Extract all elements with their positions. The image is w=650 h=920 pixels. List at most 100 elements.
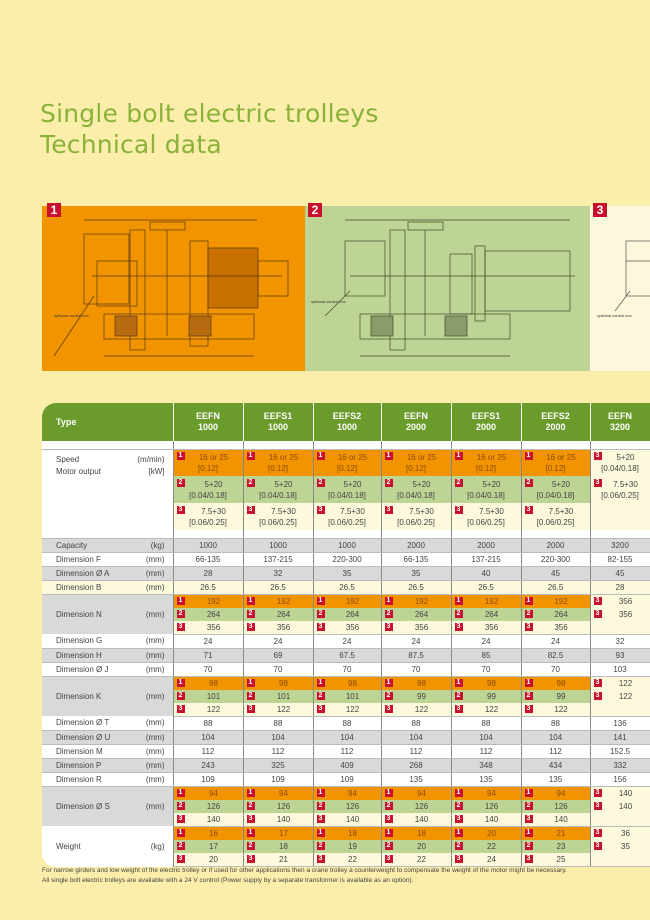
row-label-text: Dimension Ø T [56,718,110,728]
cell-value: 94 [279,788,288,798]
table-cell: 35 [313,566,382,581]
cell-value: 356 [276,622,291,632]
spacer-cell [173,530,244,539]
speed-label-line: [kW]Motor output [56,466,173,478]
table-cell: 112 [243,744,314,759]
variant-badge-icon: 3 [176,854,185,863]
motor-output-value: [0.06/0.25] [328,517,366,527]
variant-badge-icon: 3 [524,814,533,823]
table-cell [590,812,650,827]
table-cell: 32 [590,634,650,649]
row-unit: (mm) [145,650,165,660]
row-label: (mm)Dimension Ø J [42,662,174,677]
model-name: EEFS2 [332,411,362,421]
model-capacity: 1000 [336,422,358,432]
motor-output-value: [0.06/0.25] [259,517,297,527]
cell-value: 192 [206,596,221,606]
speed-value: 16 or 25 [337,452,368,462]
variant-badge-icon: 1 [384,828,393,837]
spacer-cell [243,441,314,450]
speed-value: 7.5+30 [548,506,574,516]
variant-badge-icon: 1 [176,451,185,460]
variant-badge-icon: 1 [454,451,463,460]
cell-value: 264 [345,609,360,619]
motor-output-value: [0.06/0.25] [397,517,435,527]
variant-badge-icon: 3 [593,451,602,460]
spacer-cell [42,530,174,539]
variant-badge-icon: 3 [593,691,602,700]
variant-badge-icon: 1 [316,788,325,797]
cell-value: 19 [348,841,357,851]
row-unit: [kW] [148,466,165,476]
spacer-cell [590,530,650,539]
row-unit: (mm) [145,774,165,784]
row-label-text: Dimension Ø A [56,568,110,578]
motor-output-value: [0.04/0.18] [467,490,505,500]
cell-value: 122 [618,678,633,688]
cell-value: 18 [417,828,426,838]
page-title: Single bolt electric trolleys Technical … [40,98,379,160]
cell-value: 264 [276,609,291,619]
table-cell: 70 [243,662,314,677]
table-cell: 88 [451,716,522,731]
row-unit: (mm) [145,568,165,578]
variant-badge-icon: 1 [246,451,255,460]
table-cell: 70 [381,662,452,677]
row-label: (mm)Dimension Ø U [42,730,174,745]
motor-output-value: [0.12] [267,463,288,473]
speed-value: 5+20 [551,479,571,489]
table-cell: 1000 [173,538,244,553]
spacer-cell [381,441,452,450]
variant-badge-icon: 1 [454,678,463,687]
motor-output-value: [0.04/0.18] [189,490,227,500]
row-unit: (mm) [145,746,165,756]
variant-badge-icon: 3 [316,814,325,823]
table-cell: 45 [590,566,650,581]
row-unit: (mm) [145,718,165,728]
variant-badge-icon: 3 [593,609,602,618]
variant-badge-icon: 3 [176,704,185,713]
cell-value: 122 [414,704,429,714]
motor-output-value: [0.06/0.25] [467,517,505,527]
table-cell: 93 [590,648,650,663]
cell-value: 264 [206,609,221,619]
row-unit: (m/min) [137,454,165,464]
variant-badge-icon: 1 [384,596,393,605]
table-cell: 32 [243,566,314,581]
variant-badge-icon: 2 [524,691,533,700]
table-cell: 156 [590,772,650,787]
cell-value: 98 [209,678,218,688]
cell-value: 356 [484,622,499,632]
cell-value: 140 [276,814,291,824]
table-cell: 71 [173,648,244,663]
cell-value: 140 [345,814,360,824]
spacer-cell [521,441,591,450]
cell-value: 20 [487,828,496,838]
cell-value: 101 [206,691,221,701]
